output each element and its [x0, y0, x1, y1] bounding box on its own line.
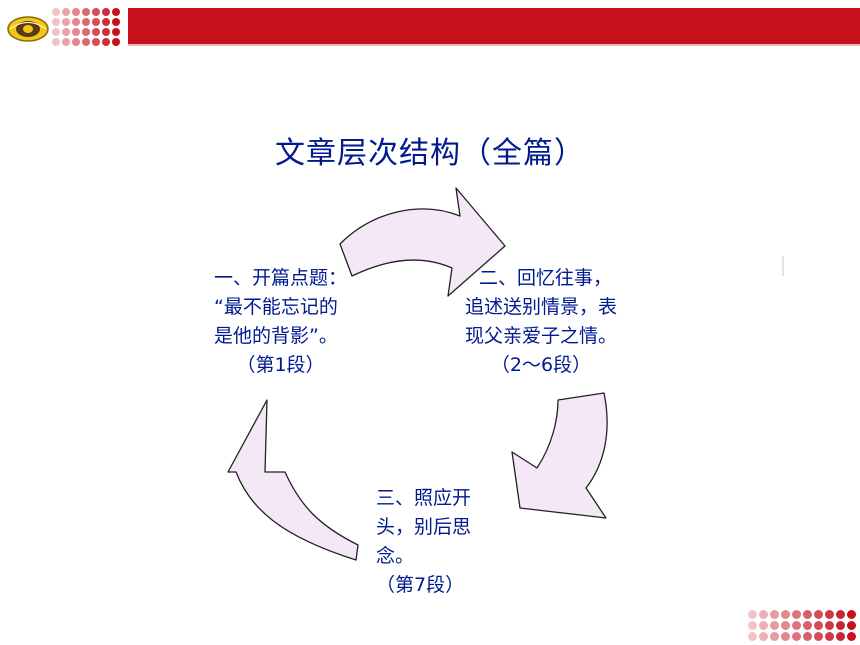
dot: [112, 28, 120, 36]
dot: [781, 632, 790, 641]
section-3-line-1: 三、照应开: [376, 487, 472, 509]
dot: [52, 28, 60, 36]
section-3-paragraph-range: （第7段）: [376, 574, 465, 596]
section-1: 一、开篇点题： “最不能忘记的 是他的背影”。 （第1段）: [214, 264, 347, 380]
dot: [72, 38, 80, 46]
section-2-line-1: 二、回忆往事，: [479, 267, 613, 289]
dot: [82, 38, 90, 46]
dot: [770, 621, 779, 630]
dot: [52, 8, 60, 16]
dot: [92, 28, 100, 36]
dot: [102, 8, 110, 16]
dot: [825, 621, 834, 630]
dot: [770, 610, 779, 619]
dot: [847, 632, 856, 641]
dot: [748, 621, 757, 630]
dot: [82, 18, 90, 26]
dot: [825, 610, 834, 619]
dot: [803, 632, 812, 641]
section-1-line-1: 一、开篇点题：: [214, 267, 348, 289]
dot: [792, 632, 801, 641]
slide-mark: [782, 256, 784, 276]
dot: [62, 28, 70, 36]
dot: [748, 632, 757, 641]
dot: [102, 28, 110, 36]
dot: [836, 610, 845, 619]
dot: [781, 610, 790, 619]
dot: [836, 632, 845, 641]
dot: [814, 610, 823, 619]
section-1-line-3: 是他的背影”。: [214, 325, 338, 347]
page-title: 文章层次结构（全篇）: [275, 136, 585, 171]
section-1-paragraph-range: （第1段）: [236, 354, 325, 376]
dot: [72, 28, 80, 36]
dot: [82, 28, 90, 36]
dot: [92, 18, 100, 26]
dot: [836, 621, 845, 630]
dot: [759, 610, 768, 619]
arrow-left: [227, 399, 359, 561]
dot: [62, 18, 70, 26]
section-3-line-3: 念。: [376, 545, 415, 567]
dot: [82, 8, 90, 16]
header-divider: [128, 44, 860, 46]
dot: [759, 632, 768, 641]
section-2-line-2: 追述送别情景，表: [465, 296, 618, 318]
dot: [112, 38, 120, 46]
dot: [92, 8, 100, 16]
dot-grid-icon: [748, 610, 860, 645]
dot: [792, 621, 801, 630]
dot: [759, 621, 768, 630]
dot: [52, 18, 60, 26]
dot: [814, 621, 823, 630]
dot: [62, 38, 70, 46]
dot: [112, 8, 120, 16]
section-2-paragraph-range: （2～6段）: [490, 354, 592, 376]
arrow-right: [511, 392, 608, 519]
dot: [792, 610, 801, 619]
school-emblem-icon: [7, 16, 49, 42]
header-bar: [128, 8, 860, 44]
dot: [770, 632, 779, 641]
section-3-line-2: 头，别后思: [376, 516, 472, 538]
section-2-line-3: 现父亲爱子之情。: [465, 325, 618, 347]
section-1-line-2: “最不能忘记的: [214, 296, 338, 318]
dot: [102, 18, 110, 26]
dot: [102, 38, 110, 46]
dot: [803, 610, 812, 619]
dot: [781, 621, 790, 630]
section-2: 二、回忆往事， 追述送别情景，表 现父亲爱子之情。 （2～6段）: [465, 264, 617, 380]
dot: [825, 632, 834, 641]
dot: [847, 610, 856, 619]
dot: [112, 18, 120, 26]
dot: [72, 8, 80, 16]
dot: [803, 621, 812, 630]
dot: [814, 632, 823, 641]
dot-grid-icon: [52, 8, 124, 46]
dot: [62, 8, 70, 16]
dot: [52, 38, 60, 46]
dot: [92, 38, 100, 46]
arrow-top: [339, 187, 506, 297]
dot: [748, 610, 757, 619]
section-3: 三、照应开 头，别后思 念。 （第7段）: [376, 484, 471, 600]
dot: [847, 621, 856, 630]
dot: [72, 18, 80, 26]
